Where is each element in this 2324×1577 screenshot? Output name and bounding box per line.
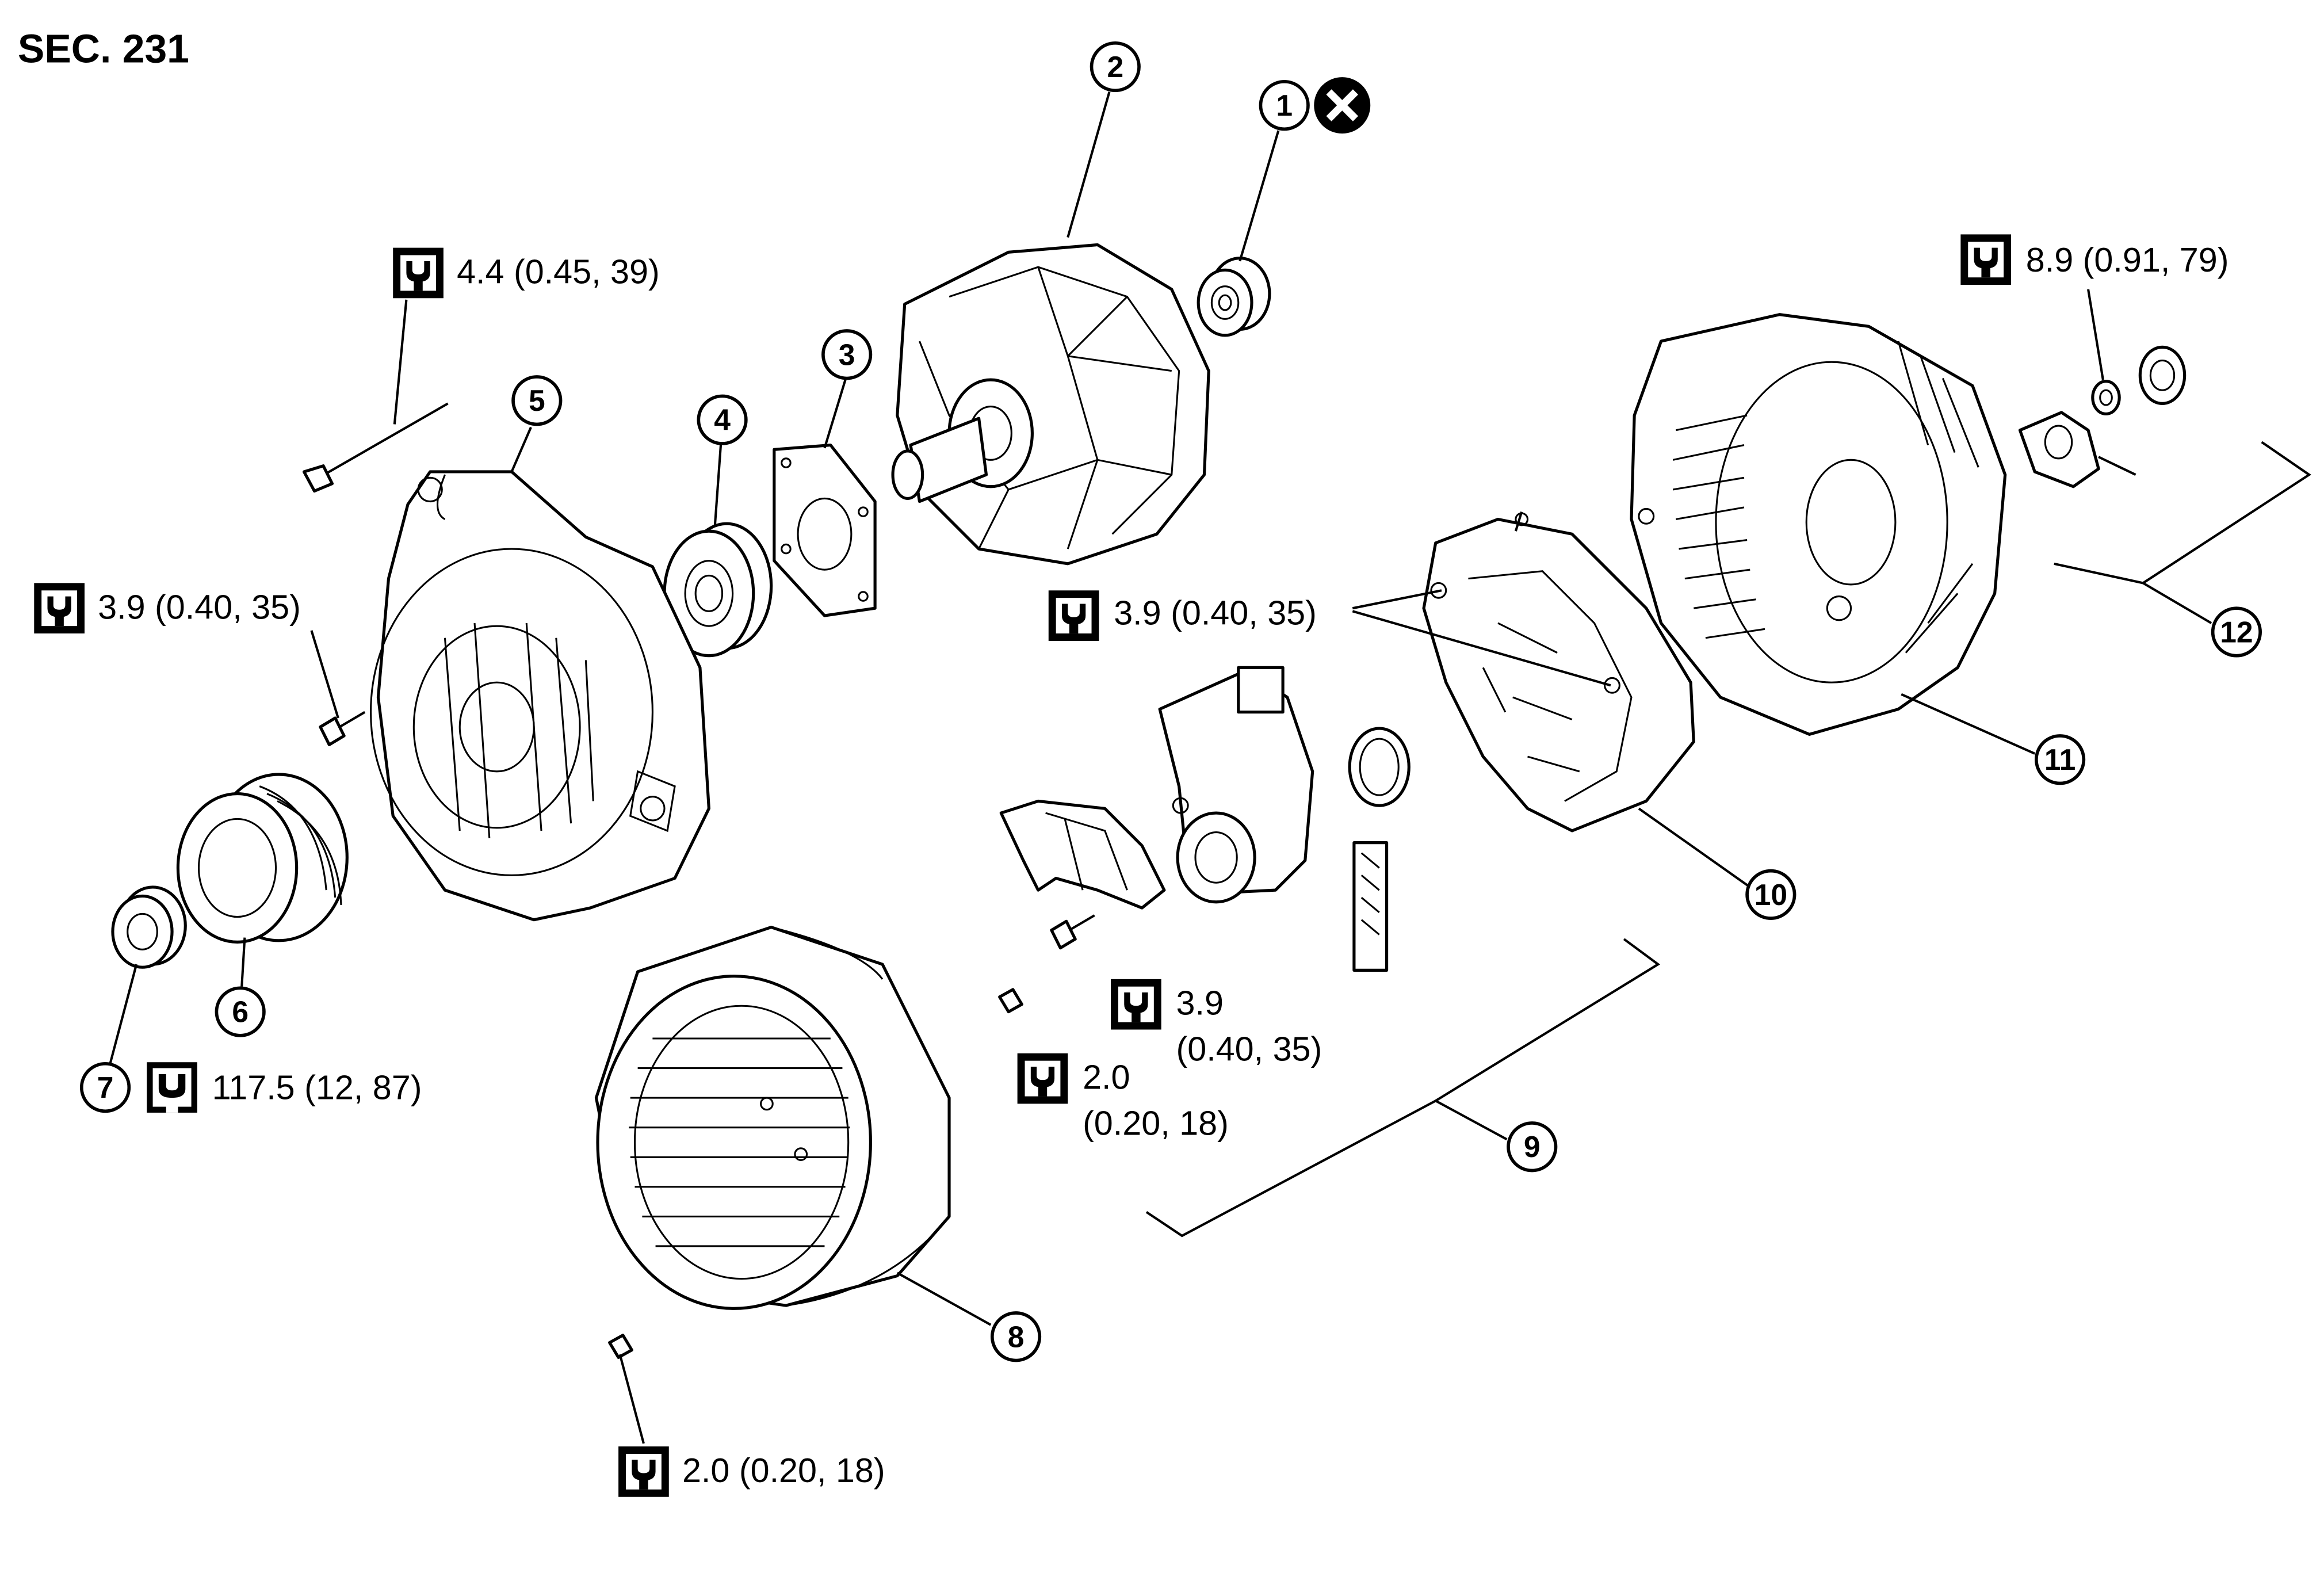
pulley: [176, 773, 349, 987]
bracket-9: [1145, 938, 1661, 1238]
brush-holder-cover: [999, 799, 1166, 910]
callout-6: 6: [215, 986, 266, 1037]
torque-label-through-bolt: 4.4 (0.45, 39): [393, 247, 660, 299]
pulley-nut-wrench-icon: [147, 1062, 197, 1113]
bearing-rear: [1197, 130, 1280, 337]
svg-text:6: 6: [232, 995, 249, 1029]
callout-9: 9: [1507, 1121, 1558, 1173]
svg-text:3: 3: [839, 338, 855, 371]
svg-text:(0.40, 35): (0.40, 35): [1176, 1030, 1322, 1068]
callout-10: 10: [1745, 869, 1796, 920]
rectifier: [1352, 511, 1751, 888]
callout-4: 4: [697, 394, 748, 445]
torque-wrench-icon: [1017, 1053, 1068, 1104]
svg-text:2.0 (0.20, 18): 2.0 (0.20, 18): [682, 1451, 885, 1490]
callout-11: 11: [2034, 734, 2086, 785]
torque-label-regulator-screw: 3.9 (0.40, 35): [1111, 979, 1322, 1068]
svg-text:10: 10: [1755, 878, 1787, 911]
torque-wrench-icon: [1960, 234, 2012, 285]
regulator-screw: [1050, 914, 1095, 950]
voltage-regulator: [1158, 666, 1314, 904]
torque-wrench-icon: [1048, 590, 1099, 641]
bearing-front: [663, 445, 773, 658]
torque-wrench-icon: [1111, 979, 1161, 1030]
front-bracket: [369, 426, 710, 922]
svg-text:4: 4: [714, 403, 731, 437]
svg-text:7: 7: [97, 1071, 114, 1104]
stator: [594, 926, 992, 1326]
callout-2: 2: [1090, 41, 1141, 93]
section-title: SEC. 231: [18, 26, 189, 71]
rotor: [891, 91, 1210, 566]
callout-1: 1: [1259, 79, 1310, 131]
rear-cover: [1630, 313, 2036, 755]
torque-label-rectifier-screws: 3.9 (0.40, 35): [1048, 590, 1317, 641]
torque-label-pulley-nut: 117.5 (12, 87): [147, 1062, 422, 1113]
b-terminal: [2018, 289, 2187, 488]
torque-wrench-icon: [393, 247, 444, 299]
brush: [1352, 841, 1389, 972]
svg-text:(0.20, 18): (0.20, 18): [1083, 1104, 1229, 1143]
torque-label-stator-screw: 2.0 (0.20, 18): [618, 1446, 885, 1497]
svg-text:2.0: 2.0: [1083, 1058, 1130, 1097]
svg-text:1: 1: [1276, 89, 1293, 122]
small-screw: [998, 988, 1023, 1014]
svg-text:117.5 (12, 87): 117.5 (12, 87): [212, 1068, 422, 1107]
bracket-12: [2054, 441, 2311, 624]
front-screw: [310, 630, 366, 747]
through-bolt: [302, 299, 449, 493]
retaining-ring: [1348, 727, 1411, 807]
svg-text:2: 2: [1107, 50, 1123, 83]
stator-screw: [608, 1334, 645, 1444]
svg-text:5: 5: [529, 384, 545, 417]
retainer-plate: [773, 379, 877, 617]
callout-8: 8: [990, 1311, 1042, 1362]
torque-label-terminal-nut: 8.9 (0.91, 79): [1960, 234, 2229, 285]
torque-label-small-screw: 2.0 (0.20, 18): [1017, 1053, 1229, 1143]
svg-text:4.4 (0.45, 39): 4.4 (0.45, 39): [457, 252, 660, 291]
svg-text:3.9 (0.40, 35): 3.9 (0.40, 35): [98, 587, 301, 626]
torque-wrench-icon: [618, 1446, 669, 1497]
svg-text:12: 12: [2220, 615, 2253, 648]
svg-text:9: 9: [1524, 1130, 1541, 1163]
callout-7: 7: [79, 1061, 131, 1113]
svg-text:3.9 (0.40, 35): 3.9 (0.40, 35): [1114, 594, 1317, 632]
do-not-reuse-icon: [1314, 77, 1371, 134]
svg-text:3.9: 3.9: [1176, 984, 1223, 1022]
torque-label-front-screw: 3.9 (0.40, 35): [34, 583, 301, 634]
svg-text:8: 8: [1008, 1320, 1025, 1353]
svg-text:11: 11: [2044, 743, 2075, 776]
svg-text:8.9 (0.91, 79): 8.9 (0.91, 79): [2026, 240, 2229, 279]
callout-5: 5: [511, 375, 563, 426]
torque-wrench-icon: [34, 583, 85, 634]
callout-12: 12: [2211, 606, 2262, 658]
pulley-nut: [108, 885, 187, 1066]
callout-3: 3: [821, 329, 873, 380]
